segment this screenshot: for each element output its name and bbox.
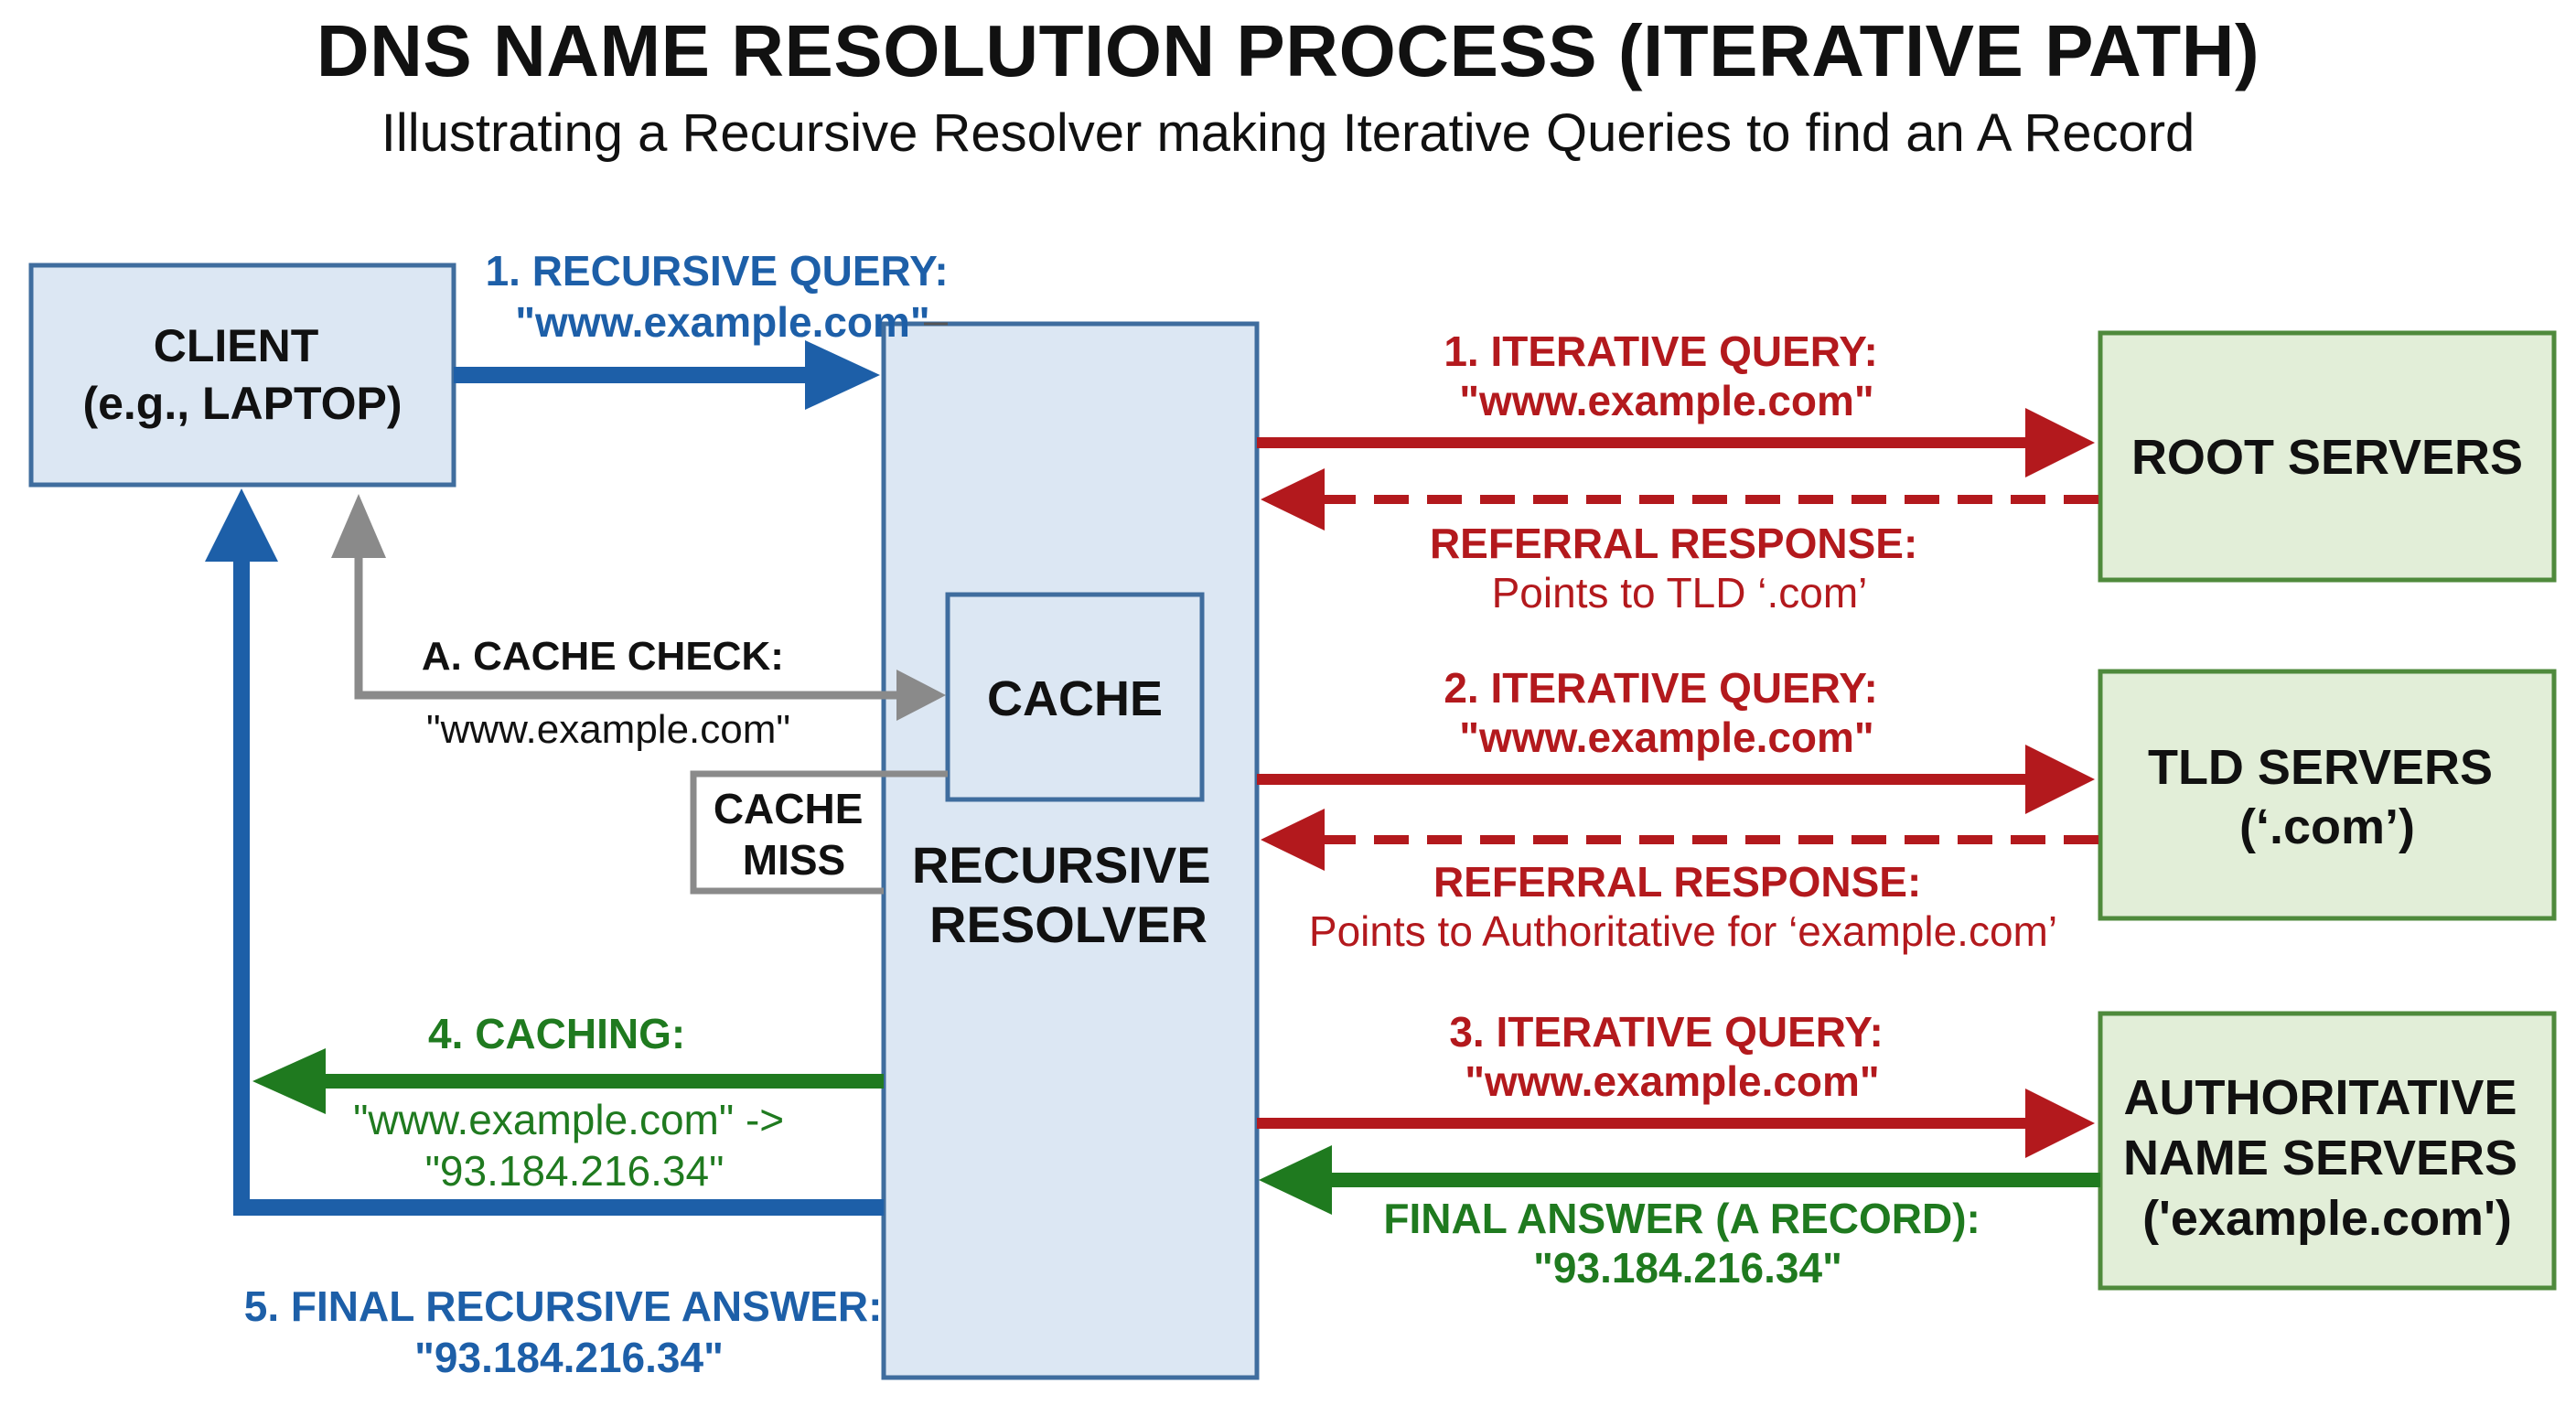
iterative-query-2-label: 2. ITERATIVE QUERY: "www.example.com": [1444, 664, 1889, 761]
resolver-box: [881, 321, 1260, 1380]
final-answer-label: FINAL ANSWER (A RECORD): "93.184.216.34": [1383, 1195, 1991, 1292]
client-box: [28, 263, 456, 488]
caching-label: 4. CACHING: "www.example.com" -> "93.184…: [353, 1010, 796, 1195]
iterative-query-1-arrow: [1257, 408, 2095, 477]
final-recursive-answer-label: 5. FINAL RECURSIVE ANSWER: "93.184.216.3…: [244, 1282, 895, 1381]
cache-check-arrow: [331, 494, 946, 721]
final-answer-arrow: [1259, 1145, 2100, 1215]
recursive-query-label: 1. RECURSIVE QUERY: "www.example.com": [486, 247, 961, 346]
iterative-query-3-arrow: [1257, 1089, 2095, 1158]
authoritative-servers-box: [2098, 1011, 2557, 1291]
referral-response-2-arrow: [1261, 809, 2098, 871]
referral-response-1-label: REFERRAL RESPONSE: Points to TLD ‘.com’: [1430, 520, 1929, 617]
authoritative-servers-label: AUTHORITATIVE NAME SERVERS ('example.com…: [2123, 1070, 2531, 1246]
referral-response-1-arrow: [1261, 468, 2098, 531]
cache-miss-label: CACHE MISS: [714, 785, 875, 884]
iterative-query-1-label: 1. ITERATIVE QUERY: "www.example.com": [1444, 327, 1889, 424]
referral-response-2-label: REFERRAL RESPONSE: Points to Authoritati…: [1309, 858, 2057, 955]
root-servers-box: [2098, 330, 2557, 583]
cache-label: CACHE: [987, 671, 1163, 726]
cache-miss-bracket: [690, 770, 948, 895]
iterative-query-3-label: 3. ITERATIVE QUERY: "www.example.com": [1449, 1008, 1894, 1105]
resolver-label: RECURSIVE RESOLVER: [912, 836, 1225, 953]
final-recursive-answer-arrow: [205, 488, 884, 1216]
diagram-subtitle: Illustrating a Recursive Resolver making…: [381, 103, 2195, 163]
recursive-query-arrow: [454, 340, 880, 410]
tld-servers-box: [2098, 669, 2557, 921]
diagram-title: DNS NAME RESOLUTION PROCESS (ITERATIVE P…: [316, 10, 2260, 91]
caching-arrow: [252, 1048, 884, 1114]
iterative-query-2-arrow: [1257, 745, 2095, 814]
tld-servers-label: TLD SERVERS (‘.com’): [2148, 740, 2506, 854]
cache-box: [945, 592, 1205, 802]
cache-check-label: A. CACHE CHECK: "www.example.com": [422, 634, 795, 752]
root-servers-label: ROOT SERVERS: [2131, 430, 2523, 485]
client-label: CLIENT (e.g., LAPTOP): [82, 320, 402, 429]
